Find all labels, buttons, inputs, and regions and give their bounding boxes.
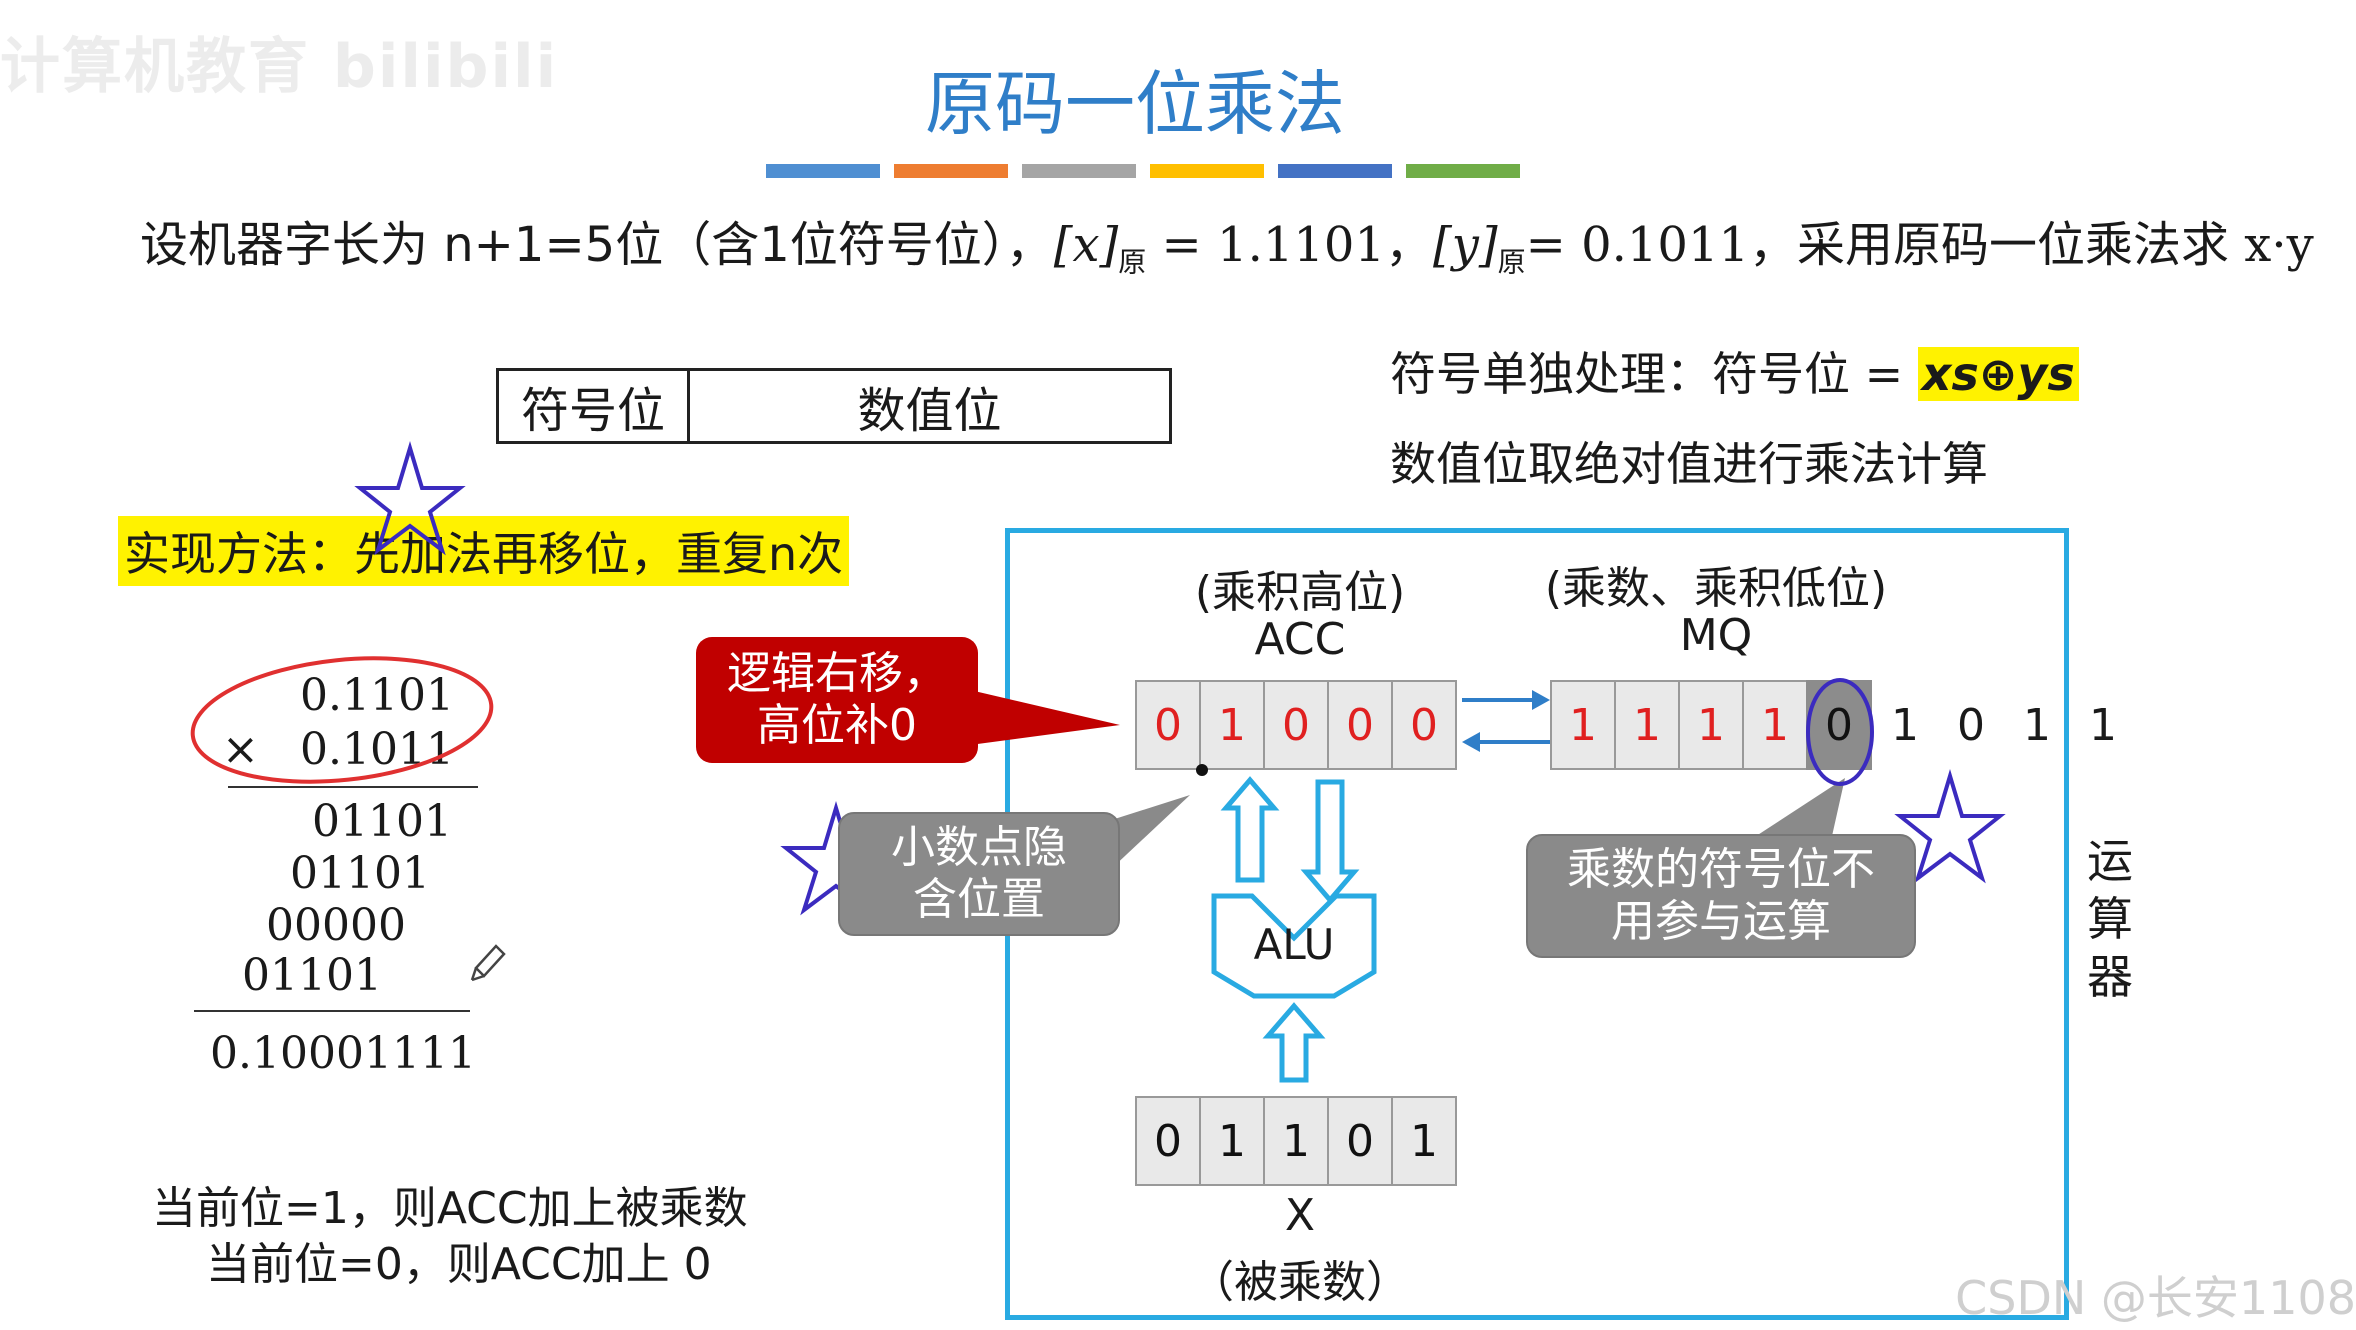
- x-bit: 1: [1199, 1096, 1265, 1186]
- shifted-out-bit: 1: [2023, 699, 2051, 751]
- title-bar-segment: [1406, 164, 1520, 178]
- x-name: X: [1284, 1190, 1316, 1241]
- x-caption: （被乘数）: [1190, 1257, 1410, 1308]
- acc-bit: 1: [1199, 680, 1265, 770]
- y-value: = 0.1011，采用原码一位乘法求 x·y: [1525, 217, 2314, 273]
- calc-divider: [228, 786, 478, 788]
- x-value: = 1.1101，: [1146, 217, 1433, 273]
- x-bit: 1: [1263, 1096, 1329, 1186]
- point-callout: 小数点隐 含位置: [838, 812, 1120, 936]
- acc-register: 0 1 0 0 0: [1135, 680, 1457, 770]
- partial-product: 01101: [242, 950, 382, 1001]
- acc-mq-arrows: [1462, 690, 1550, 752]
- mq-register: 1 1 1 1 0: [1550, 680, 1872, 770]
- y-sub: 原: [1497, 245, 1526, 279]
- mq-name: MQ: [1679, 610, 1753, 661]
- mq-bit: 1: [1614, 680, 1680, 770]
- method-highlight: 实现方法：先加法再移位，重复n次: [118, 516, 850, 586]
- calc-divider: [194, 1010, 470, 1012]
- sign-callout-pointer: [1750, 778, 1845, 845]
- acc-bit: 0: [1327, 680, 1393, 770]
- problem-statement: 设机器字长为 n+1=5位（含1位符号位），[x]原 = 1.1101，[y]原…: [140, 205, 2314, 281]
- alu-label: ALU: [1253, 920, 1335, 969]
- x-label: [x]: [1053, 217, 1119, 273]
- acc-alu-arrows: [1220, 776, 1360, 904]
- hand-circle-annotation: [190, 656, 494, 784]
- times-sign: ×: [222, 724, 259, 775]
- acc-bit: 0: [1391, 680, 1457, 770]
- shift-callout-line: 高位补0: [757, 700, 917, 751]
- acc-caption: (乘积高位): [1194, 567, 1406, 618]
- sign-bit-callout-line: 乘数的符号位不: [1567, 844, 1875, 895]
- absolute-value-rule: 数值位取绝对值进行乘法计算: [1390, 437, 1988, 491]
- alu-shape: [1211, 893, 1377, 999]
- arrow-down-icon: [1300, 779, 1360, 904]
- arrow-up-icon: [1262, 1002, 1326, 1083]
- sign-bit-callout: 乘数的符号位不 用参与运算: [1526, 834, 1916, 958]
- x-register: 0 1 1 0 1: [1135, 1096, 1457, 1186]
- decimal-point-dot: [1196, 764, 1208, 776]
- arithmetic-unit-label: 运 算 器: [2080, 832, 2140, 1006]
- x-sub: 原: [1118, 245, 1147, 279]
- acc-name: ACC: [1254, 614, 1346, 665]
- side-label-char: 器: [2087, 950, 2133, 1004]
- shift-callout: 逻辑右移， 高位补0: [696, 637, 978, 763]
- multiplier: 0.1011: [300, 724, 454, 775]
- point-callout-line: 小数点隐: [891, 822, 1067, 873]
- mq-bit: 1: [1550, 680, 1616, 770]
- csdn-watermark: CSDN @长安1108: [1955, 1271, 2356, 1325]
- partial-product: 01101: [312, 796, 452, 847]
- arrow-up-icon: [1220, 776, 1280, 883]
- acc-bit: 0: [1263, 680, 1329, 770]
- sign-rule: 符号单独处理：符号位 = xs⊕ys: [1390, 338, 2079, 404]
- sign-rule-text: 符号单独处理：符号位 =: [1390, 347, 1918, 401]
- title-bar-segment: [1022, 164, 1136, 178]
- sign-bit-field: 符号位: [499, 371, 690, 441]
- shifted-out-bit: 1: [1891, 699, 1919, 751]
- x-bit: 0: [1327, 1096, 1393, 1186]
- sign-bit-callout-line: 用参与运算: [1611, 896, 1831, 947]
- title-bar-segment: [766, 164, 880, 178]
- side-label-char: 运: [2087, 834, 2133, 888]
- mq-caption: (乘数、乘积低位): [1544, 563, 1888, 614]
- register-format-box: 符号位 数值位: [496, 368, 1172, 444]
- star-icon: [1894, 769, 2006, 884]
- pencil-icon: [470, 944, 506, 982]
- title-bar-segment: [894, 164, 1008, 178]
- shifted-out-bit: 1: [2089, 699, 2117, 751]
- partial-product: 01101: [290, 848, 430, 899]
- mq-shifted-out-bits: 1 0 1 1: [1872, 680, 2136, 770]
- y-label: [y]: [1433, 217, 1498, 273]
- rule-bit-zero: 当前位=0，则ACC加上 0: [206, 1239, 712, 1290]
- hand-circle-annotation: [1806, 678, 1874, 786]
- final-product: 0.10001111: [210, 1028, 476, 1079]
- mq-bit: 1: [1742, 680, 1808, 770]
- title-bar-segment: [1150, 164, 1264, 178]
- problem-prefix: 设机器字长为 n+1=5位（含1位符号位），: [140, 217, 1054, 273]
- value-bits-field: 数值位: [857, 383, 1002, 439]
- shifted-out-bit: 0: [1957, 699, 1985, 751]
- x-bit: 1: [1391, 1096, 1457, 1186]
- multiplicand: 0.1101: [300, 670, 454, 721]
- shift-callout-pointer: [970, 690, 1120, 745]
- point-callout-line: 含位置: [913, 874, 1045, 925]
- bilibili-watermark: 计算机教育 bilibili: [0, 32, 559, 102]
- partial-product: 00000: [266, 900, 406, 951]
- star-icon: [354, 441, 466, 556]
- acc-bit: 0: [1135, 680, 1201, 770]
- shift-callout-line: 逻辑右移，: [727, 648, 947, 699]
- side-label-char: 算: [2087, 892, 2133, 946]
- rule-bit-one: 当前位=1，则ACC加上被乘数: [152, 1183, 748, 1234]
- sign-formula: xs⊕ys: [1917, 347, 2079, 401]
- page-title: 原码一位乘法: [925, 63, 1345, 145]
- title-bar-segment: [1278, 164, 1392, 178]
